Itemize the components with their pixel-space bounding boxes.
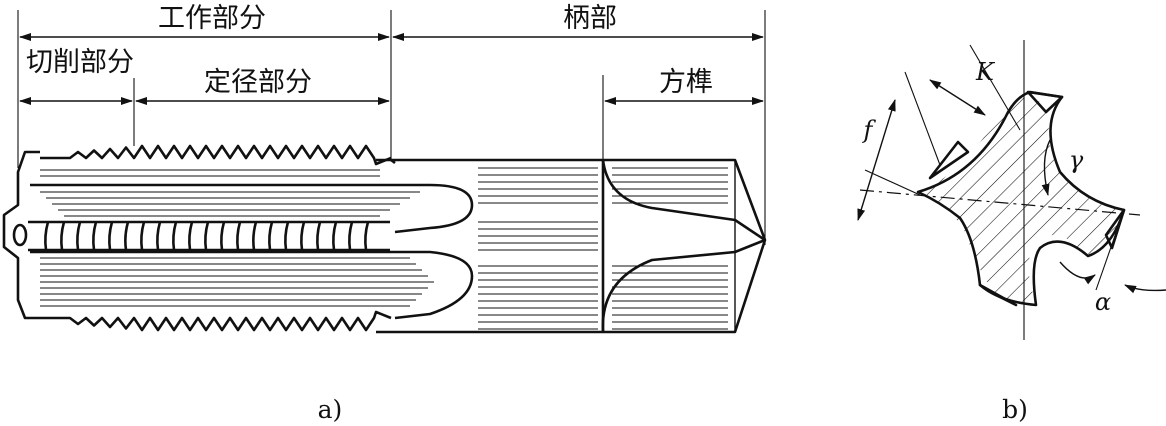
flute-thread-mark bbox=[60, 221, 66, 251]
flute-thread-mark bbox=[220, 221, 226, 251]
flute-thread-mark bbox=[284, 221, 290, 251]
figure-b-caption: b) bbox=[1002, 395, 1028, 424]
flute-thread-marks bbox=[44, 221, 370, 251]
tap-cross-section: K f γ α b) bbox=[857, 40, 1166, 424]
flute-thread-mark bbox=[268, 221, 274, 251]
gamma-label: γ bbox=[1069, 146, 1084, 174]
tap-outline bbox=[2, 150, 767, 334]
flute-thread-mark bbox=[172, 221, 178, 251]
tap-view: 工作部分 柄部 切削部分 定径部分 方榫 bbox=[2, 3, 767, 424]
alpha-label: α bbox=[1095, 288, 1111, 316]
central-flute bbox=[28, 220, 390, 252]
f-label: f bbox=[862, 116, 877, 144]
figure-a-caption: a) bbox=[318, 395, 343, 424]
flute-thread-mark bbox=[204, 221, 210, 251]
flute-thread-mark bbox=[76, 221, 82, 251]
flute-thread-mark bbox=[124, 221, 130, 251]
horizontal-center-line bbox=[859, 189, 1141, 216]
flute-thread-mark bbox=[316, 221, 322, 251]
cross-section-outline bbox=[916, 90, 1126, 307]
k-label: K bbox=[975, 58, 996, 86]
flute-thread-mark bbox=[156, 221, 162, 251]
flute-thread-mark bbox=[300, 221, 306, 251]
extension-lines bbox=[17, 10, 766, 245]
flute-thread-mark bbox=[364, 221, 370, 251]
dimension-lines bbox=[19, 33, 764, 105]
k-dimension bbox=[929, 79, 986, 116]
thread-teeth-top bbox=[40, 144, 392, 166]
gamma-arc bbox=[1041, 139, 1051, 196]
thread-teeth-bottom bbox=[40, 310, 392, 332]
sizing-part-label: 定径部分 bbox=[204, 67, 312, 98]
flute-thread-mark bbox=[188, 221, 194, 251]
flute-thread-mark bbox=[252, 221, 258, 251]
flute-thread-mark bbox=[332, 221, 338, 251]
flute-thread-mark bbox=[140, 221, 146, 251]
flute-thread-mark bbox=[348, 221, 354, 251]
flute-thread-mark bbox=[44, 221, 50, 251]
tap-surface-lines bbox=[40, 167, 728, 330]
alpha-arc bbox=[1059, 261, 1096, 285]
shank-part-label: 柄部 bbox=[563, 3, 617, 34]
flute-thread-mark bbox=[108, 221, 114, 251]
f-dimension bbox=[857, 99, 896, 221]
flute-thread-mark bbox=[236, 221, 242, 251]
cross-section-fill bbox=[918, 97, 1124, 302]
cutting-part-label: 切削部分 bbox=[26, 47, 134, 78]
flute-thread-mark bbox=[92, 221, 98, 251]
working-part-label: 工作部分 bbox=[158, 3, 266, 34]
square-tenon-label: 方榫 bbox=[659, 67, 713, 98]
